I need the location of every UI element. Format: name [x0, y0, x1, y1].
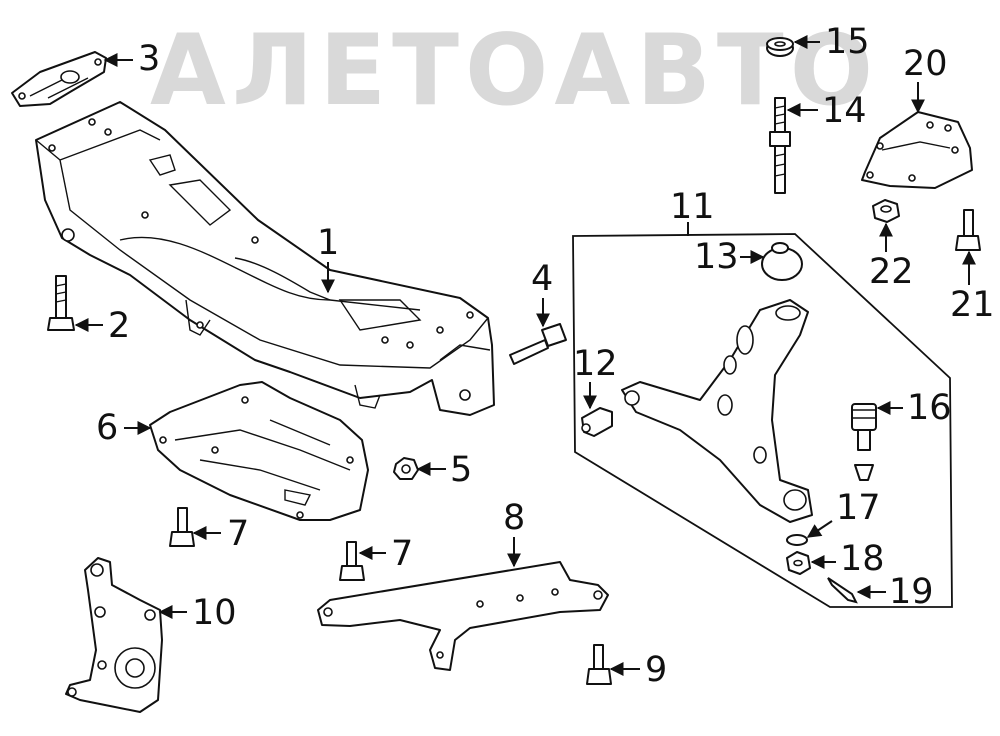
part-13-bushing	[761, 242, 803, 281]
callout-4: 4	[531, 259, 554, 299]
part-18-nut	[786, 551, 811, 575]
callout-11: 11	[670, 187, 715, 227]
callout-10: 10	[192, 593, 237, 633]
part-9-bolt	[586, 644, 612, 685]
callout-7a: 7	[227, 514, 250, 554]
callout-14: 14	[822, 91, 867, 131]
part-8-brace	[317, 561, 609, 671]
callout-20: 20	[903, 44, 948, 84]
part-22-nut	[872, 199, 900, 223]
part-1-subframe	[35, 101, 495, 416]
part-10-knuckle	[65, 557, 163, 713]
callout-18: 18	[840, 539, 885, 579]
part-20-bracket	[861, 111, 973, 189]
callout-5: 5	[450, 450, 473, 490]
part-6-undercover	[149, 381, 369, 521]
callout-17: 17	[836, 488, 881, 528]
callout-3: 3	[138, 39, 161, 79]
leader-lines	[74, 35, 976, 676]
callout-16: 16	[907, 388, 952, 428]
part-7-bolt-b	[339, 541, 365, 581]
part-17-washer	[786, 534, 808, 546]
part-14-stud	[769, 97, 791, 194]
part-21-bolt	[955, 209, 981, 251]
callout-15: 15	[825, 22, 870, 62]
part-3-bracket	[11, 51, 107, 107]
part-7-bolt-a	[169, 507, 195, 547]
callout-2: 2	[108, 306, 131, 346]
part-16-balljoint	[851, 403, 877, 481]
callout-7b: 7	[391, 534, 414, 574]
callout-19: 19	[889, 572, 934, 612]
callout-13: 13	[694, 237, 739, 277]
watermark-logo: АЛЕТОАВТО	[150, 14, 880, 128]
callout-21: 21	[950, 285, 995, 325]
part-15-nut	[766, 37, 794, 57]
part-5-nut	[393, 457, 419, 480]
part-4-bolt	[509, 323, 567, 365]
part-11-group-outline	[572, 233, 953, 608]
callout-9: 9	[645, 650, 668, 690]
callout-8: 8	[503, 498, 526, 538]
part-19-cotter-pin	[827, 577, 858, 604]
callout-22: 22	[869, 252, 914, 292]
callout-6: 6	[96, 408, 119, 448]
part-2-bolt	[47, 275, 75, 331]
part-12-bushing	[581, 407, 613, 437]
part-11-control-arm	[621, 299, 813, 523]
callout-12: 12	[573, 344, 618, 384]
callout-1: 1	[317, 223, 340, 263]
